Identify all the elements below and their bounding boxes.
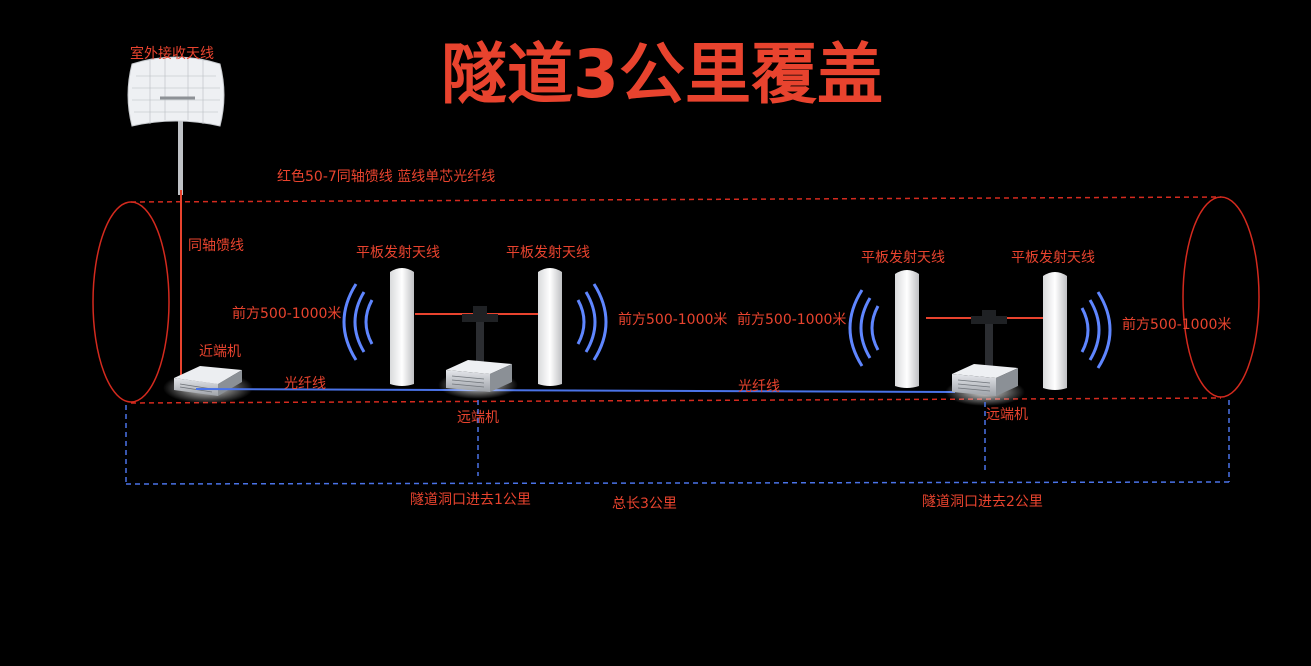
range-label-2: 前方500-1000米 — [618, 311, 727, 328]
range-label-4: 前方500-1000米 — [1122, 316, 1231, 333]
remote-unit-2 — [945, 310, 1025, 406]
tunnel-outline — [92, 196, 1260, 404]
distance-dimension-lines — [125, 400, 1230, 485]
distance-1km-label: 隧道洞口进去1公里 — [410, 492, 531, 508]
outdoor-antenna-label: 室外接收天线 — [130, 45, 214, 62]
distance-total-label: 总长3公里 — [612, 496, 677, 512]
range-label-1: 前方500-1000米 — [232, 305, 341, 322]
panel-antenna-4 — [1043, 272, 1067, 390]
fiber-label-1: 光纤线 — [284, 376, 326, 392]
diagram-title: 隧道3公里覆盖 — [441, 36, 883, 113]
panel-1-label: 平板发射天线 — [356, 245, 440, 261]
cable-legend: 红色50-7同轴馈线 蓝线单芯光纤线 — [277, 168, 495, 185]
distance-2km-label: 隧道洞口进去2公里 — [922, 494, 1043, 510]
coax-label: 同轴馈线 — [188, 238, 244, 254]
signal-wave-1 — [342, 283, 374, 361]
near-unit-label: 近端机 — [199, 344, 241, 360]
outdoor-grid-antenna — [127, 56, 225, 195]
panel-antenna-2 — [538, 268, 562, 386]
signal-wave-4 — [1080, 291, 1112, 369]
fiber-optic-line — [195, 388, 956, 393]
panel-antenna-1 — [390, 268, 414, 386]
panel-3-label: 平板发射天线 — [861, 250, 945, 266]
remote-unit-2-label: 远端机 — [986, 407, 1028, 423]
panel-2-label: 平板发射天线 — [506, 245, 590, 261]
signal-wave-2 — [576, 283, 608, 361]
panel-4-label: 平板发射天线 — [1011, 250, 1095, 266]
remote-unit-1 — [438, 306, 518, 399]
signal-wave-3 — [848, 289, 880, 367]
fiber-label-2: 光纤线 — [738, 379, 780, 395]
near-end-unit — [163, 366, 253, 404]
panel-antenna-3 — [895, 270, 919, 388]
range-label-3: 前方500-1000米 — [737, 311, 846, 328]
